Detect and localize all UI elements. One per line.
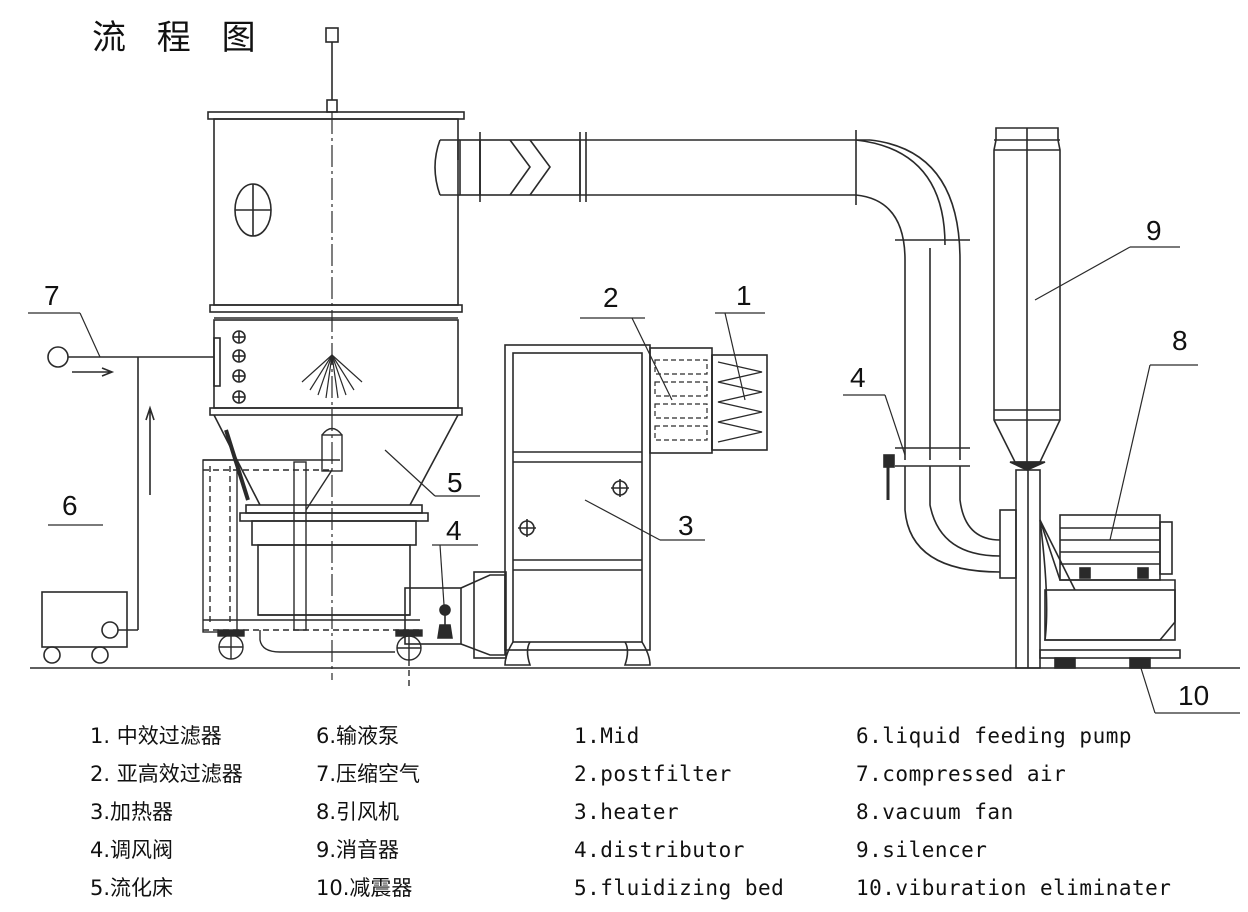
mid-filter [711, 354, 768, 451]
liquid-feeding-pump [41, 591, 138, 664]
legend-item: 7.compressed air [856, 762, 1067, 786]
callout-3: 3 [678, 510, 694, 541]
legend-en-left: 1.Mid 2.postfilter 3.heater 4.distributo… [574, 722, 784, 912]
heater-cabinet [504, 344, 651, 666]
leader-lines [28, 246, 1240, 714]
callout-2: 2 [603, 282, 619, 313]
legend-item: 4.distributor [574, 838, 745, 862]
callout-10: 10 [1178, 680, 1210, 711]
compressed-air-line [47, 346, 214, 630]
silencer [993, 127, 1061, 669]
legend-item: 4.调风阀 [90, 838, 174, 862]
vacuum-fan [1039, 514, 1181, 669]
callout-4-exhaust: 4 [850, 362, 866, 393]
spray-nozzle-icon [301, 354, 363, 399]
flow-arrow-icon [145, 405, 155, 495]
legend-item: 2.postfilter [574, 762, 732, 786]
wheel-icon [91, 646, 109, 664]
legend-cn-right: 6.输液泵 7.压缩空气 8.引风机 9.消音器 10.减震器 [316, 722, 420, 912]
legend-item: 10.viburation eliminater [856, 876, 1172, 900]
legend-item: 6.liquid feeding pump [856, 724, 1133, 748]
legend-item: 1. 中效过滤器 [90, 724, 222, 748]
legend-item: 9.消音器 [316, 838, 400, 862]
legend-item: 7.压缩空气 [316, 762, 421, 786]
legend-item: 8.vacuum fan [856, 800, 1014, 824]
callout-9: 9 [1146, 215, 1162, 246]
feed-piping [202, 427, 423, 690]
legend-cn-left: 1. 中效过滤器 2. 亚高效过滤器 3.加热器 4.调风阀 5.流化床 [90, 722, 243, 912]
legend-item: 3.heater [574, 800, 680, 824]
legend-item: 6.输液泵 [316, 724, 400, 748]
callout-6: 6 [62, 490, 78, 521]
dryer-tower [207, 27, 465, 680]
callout-7: 7 [44, 280, 60, 311]
legend-item: 5.流化床 [90, 876, 174, 900]
wheel-icon [43, 646, 61, 664]
exhaust-damper-icon [883, 454, 895, 500]
viewing-port-icons [232, 330, 246, 404]
exhaust-duct [434, 130, 1017, 579]
callout-1: 1 [736, 280, 752, 311]
legend-en-right: 6.liquid feeding pump 7.compressed air 8… [856, 722, 1171, 912]
compressed-air-inlet-icon [47, 346, 69, 368]
damper-valve-icon [437, 604, 453, 639]
legend-item: 1.Mid [574, 724, 640, 748]
postfilter [649, 347, 713, 454]
legend-item: 5.fluidizing bed [574, 876, 785, 900]
diagram-title: 流 程 图 [92, 18, 266, 58]
flow-arrow-icon [72, 367, 115, 377]
callout-5: 5 [447, 467, 463, 498]
callout-8: 8 [1172, 325, 1188, 356]
legend-item: 9.silencer [856, 838, 988, 862]
legend-item: 10.减震器 [316, 876, 413, 900]
legend-item: 2. 亚高效过滤器 [90, 762, 243, 786]
legend-item: 8.引风机 [316, 800, 400, 824]
callout-4-inlet: 4 [446, 515, 462, 546]
inlet-air-duct [404, 571, 507, 659]
legend-item: 3.加热器 [90, 800, 174, 824]
